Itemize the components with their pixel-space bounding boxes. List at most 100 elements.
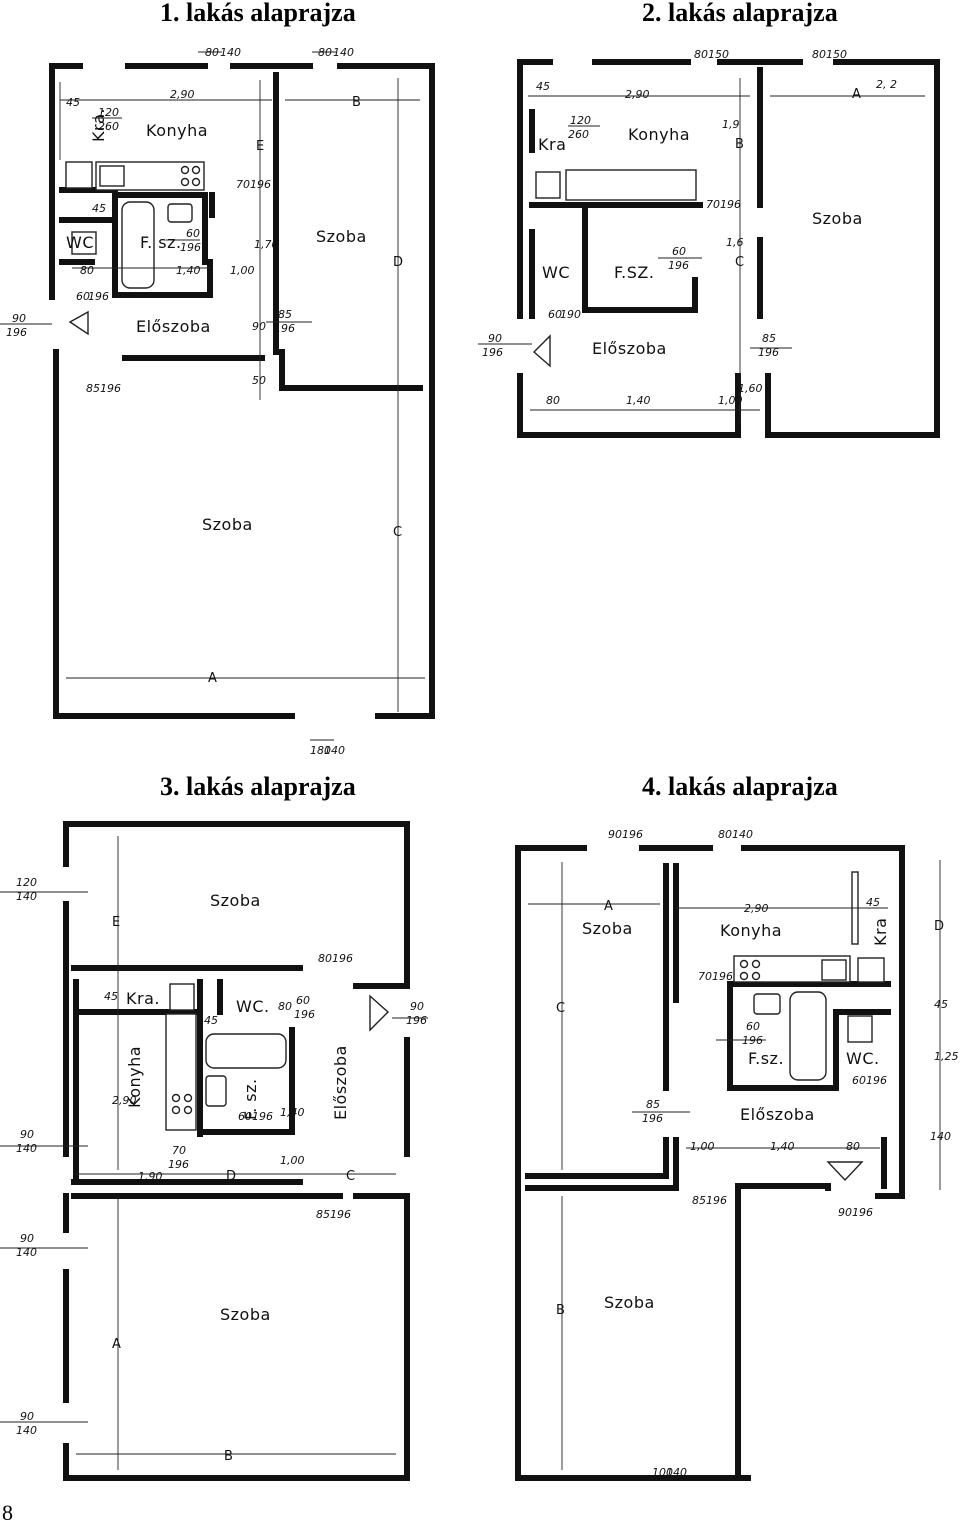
dim-label: 120	[16, 876, 37, 889]
plan-4-dimension-lines	[528, 860, 941, 1470]
dim-label: 45	[92, 202, 106, 215]
dim-label: 196	[706, 1194, 727, 1207]
dim-label: 60	[296, 994, 310, 1007]
washbasin-icon	[205, 1075, 227, 1107]
dim-label: 85	[86, 382, 100, 395]
dim-label: 60	[186, 227, 200, 240]
plan-1-title: 1. lakás alaprajza	[160, 0, 356, 27]
dim-label: 70	[236, 178, 250, 191]
room-label-room: Szoba	[812, 209, 863, 228]
room-label-pantry: Kra.	[126, 989, 160, 1008]
room-label-wc: WC.	[846, 1049, 880, 1068]
dim-label: 85	[278, 308, 292, 321]
washbasin-icon	[167, 203, 193, 223]
dim-label: 60	[746, 1020, 760, 1033]
dim-label: 196	[758, 346, 779, 359]
dim-letter-C: C	[735, 255, 744, 270]
dim-label: 196	[720, 198, 741, 211]
entrance-arrow-icon	[826, 1161, 864, 1182]
kitchen-counter-icon	[165, 1013, 197, 1131]
dim-label: 85	[762, 332, 776, 345]
room-label-room: Szoba	[582, 919, 633, 938]
dim-label: 45	[104, 990, 118, 1003]
dim-label: 60	[548, 308, 562, 321]
room-label-hall: Előszoba	[136, 317, 211, 336]
dim-label: 196	[330, 1208, 351, 1221]
dim-label: 90	[20, 1410, 34, 1423]
dim-label: 60	[238, 1110, 252, 1123]
dim-label: 85	[646, 1098, 660, 1111]
entrance-arrow-icon	[532, 334, 551, 368]
dim-letter-A: A	[112, 1337, 121, 1352]
dim-label: 70	[706, 198, 720, 211]
dim-label: 2, 2	[876, 78, 897, 91]
room-label-room: Szoba	[210, 891, 261, 910]
dim-letter-D: D	[226, 1169, 236, 1184]
dim-label: 90	[608, 828, 622, 841]
dim-label: 150	[826, 48, 847, 61]
dim-label: 1,90	[138, 1170, 163, 1183]
bathtub-icon	[205, 1033, 287, 1069]
dim-label: 196	[668, 259, 689, 272]
room-label-hall: Előszoba	[331, 1045, 350, 1120]
bathtub-icon	[121, 201, 155, 289]
dim-label: 1,70	[254, 238, 279, 251]
dim-label: 80	[546, 394, 560, 407]
room-label-pantry: Kra	[871, 918, 890, 946]
dim-label: 196	[866, 1074, 887, 1087]
plan-4-fixtures	[733, 871, 885, 1182]
room-label-bathroom: F.SZ.	[614, 263, 654, 282]
dim-label: 196	[482, 346, 503, 359]
room-label-pantry: Kra	[538, 135, 566, 154]
plan-2-title: 2. lakás alaprajza	[642, 0, 838, 27]
dim-label: 196	[88, 290, 109, 303]
plan-3-title: 3. lakás alaprajza	[160, 772, 356, 801]
page-number: 8	[2, 1500, 13, 1525]
dim-label: 120	[98, 106, 119, 119]
dim-label: 196	[180, 241, 201, 254]
dim-label: 85	[692, 1194, 706, 1207]
dim-label: 1,40	[176, 264, 201, 277]
dim-letter-A: A	[604, 899, 613, 914]
bathtub-icon	[789, 991, 827, 1081]
plan-2-fixtures	[532, 169, 697, 368]
washbasin-icon	[753, 993, 781, 1015]
dim-letter-C: C	[393, 525, 402, 540]
dim-label: 80	[694, 48, 708, 61]
dim-letter-B: B	[556, 1303, 565, 1318]
toilet-icon	[847, 1015, 873, 1043]
room-label-kitchen: Konyha	[628, 125, 690, 144]
dim-letter-C: C	[556, 1001, 565, 1016]
room-label-room: Szoba	[604, 1293, 655, 1312]
dim-label: 196	[712, 970, 733, 983]
floor-plan-1: 45 2,90 120 260 80 140 80 140 70 196 1,7…	[0, 46, 435, 757]
dim-label: 260	[568, 128, 589, 141]
dim-label: 90	[20, 1128, 34, 1141]
sink-icon	[99, 165, 125, 187]
dim-label: 2,90	[625, 88, 650, 101]
dim-letter-A: A	[208, 671, 217, 686]
dim-label: 90	[488, 332, 502, 345]
dim-label: 1,40	[770, 1140, 795, 1153]
dim-label: 196	[742, 1034, 763, 1047]
dim-label: 196	[622, 828, 643, 841]
chimney-icon	[169, 983, 195, 1011]
dim-label: 60	[672, 245, 686, 258]
plan-3-dimension-lines	[0, 836, 428, 1470]
dim-label: 1,00	[690, 1140, 715, 1153]
chimney-icon	[65, 161, 93, 189]
dim-label: 90	[252, 320, 266, 333]
dim-label: 140	[333, 46, 354, 59]
dim-label: 140	[16, 1142, 37, 1155]
dim-label: 140	[16, 890, 37, 903]
dim-label: 140	[220, 46, 241, 59]
room-label-bathroom: F.sz.	[748, 1049, 784, 1068]
entrance-arrow-icon	[369, 994, 390, 1032]
dim-label: 140	[930, 1130, 951, 1143]
dim-label: 45	[866, 896, 880, 909]
entrance-arrow-icon	[68, 310, 89, 336]
dim-label: 2,90	[170, 88, 195, 101]
dim-label: 2,90	[112, 1094, 137, 1107]
dim-letter-E: E	[256, 139, 264, 154]
dim-label: 80	[205, 46, 219, 59]
